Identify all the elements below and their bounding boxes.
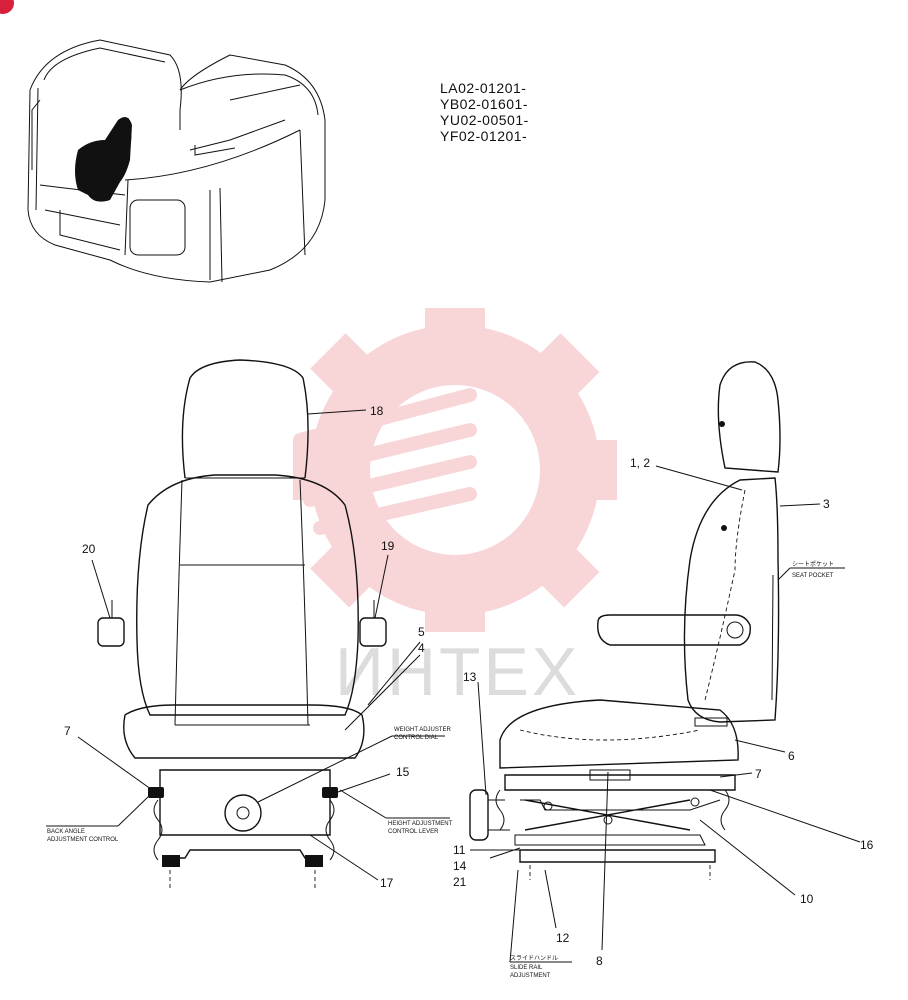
leader-lines xyxy=(46,409,861,963)
seat-pocket-label: SEAT POCKET xyxy=(792,573,834,579)
callout-8: 8 xyxy=(596,954,603,968)
callout-14: 14 xyxy=(453,859,467,873)
callout-6: 6 xyxy=(788,749,795,763)
callout-12: 12 xyxy=(556,931,570,945)
serial-number: LA02-01201- xyxy=(440,80,527,96)
seat-location-silhouette xyxy=(75,116,132,202)
height-adjustment-label: CONTROL LEVER xyxy=(388,829,439,835)
serial-number: YF02-01201- xyxy=(440,128,528,144)
slide-rail-label: ADJUSTMENT xyxy=(510,973,551,979)
height-adjustment-label: HEIGHT ADJUSTMENT xyxy=(388,821,453,827)
serial-number-list: LA02-01201- YB02-01601- YU02-00501- YF02… xyxy=(440,80,529,144)
slide-handle-jp-label: スライドハンドル xyxy=(510,955,558,962)
callout-7-front: 7 xyxy=(64,724,71,738)
callout-18: 18 xyxy=(370,404,384,418)
callout-15: 15 xyxy=(396,765,410,779)
seat-side-view xyxy=(469,361,781,880)
callout-7-side: 7 xyxy=(755,767,762,781)
callout-20: 20 xyxy=(82,542,96,556)
watermark-gear-logo xyxy=(293,308,617,632)
callout-10: 10 xyxy=(800,892,814,906)
callout-4: 4 xyxy=(418,641,425,655)
cab-location-drawing xyxy=(27,39,326,283)
seat-pocket-jp-label: シートポケット xyxy=(792,560,834,568)
weight-adjuster-label: CONTROL DIAL xyxy=(394,735,439,741)
callout-5: 5 xyxy=(418,625,425,639)
weight-adjuster-label: WEIGHT ADJUSTER xyxy=(394,727,452,733)
callout-21: 21 xyxy=(453,875,467,889)
serial-number: YB02-01601- xyxy=(440,96,529,112)
serial-number: YU02-00501- xyxy=(440,112,529,128)
callout-19: 19 xyxy=(381,539,395,553)
callout-13: 13 xyxy=(463,670,477,684)
callout-1-2: 1, 2 xyxy=(630,456,650,470)
corner-badge xyxy=(0,0,14,14)
callout-16: 16 xyxy=(860,838,874,852)
callout-17: 17 xyxy=(380,876,394,890)
callout-11: 11 xyxy=(453,843,466,857)
back-angle-label: ADJUSTMENT CONTROL xyxy=(47,837,119,843)
seat-front-view xyxy=(97,359,387,890)
callout-3: 3 xyxy=(823,497,830,511)
slide-rail-label: SLIDE RAIL xyxy=(510,965,543,971)
back-angle-label: BACK ANGLE xyxy=(47,829,85,835)
